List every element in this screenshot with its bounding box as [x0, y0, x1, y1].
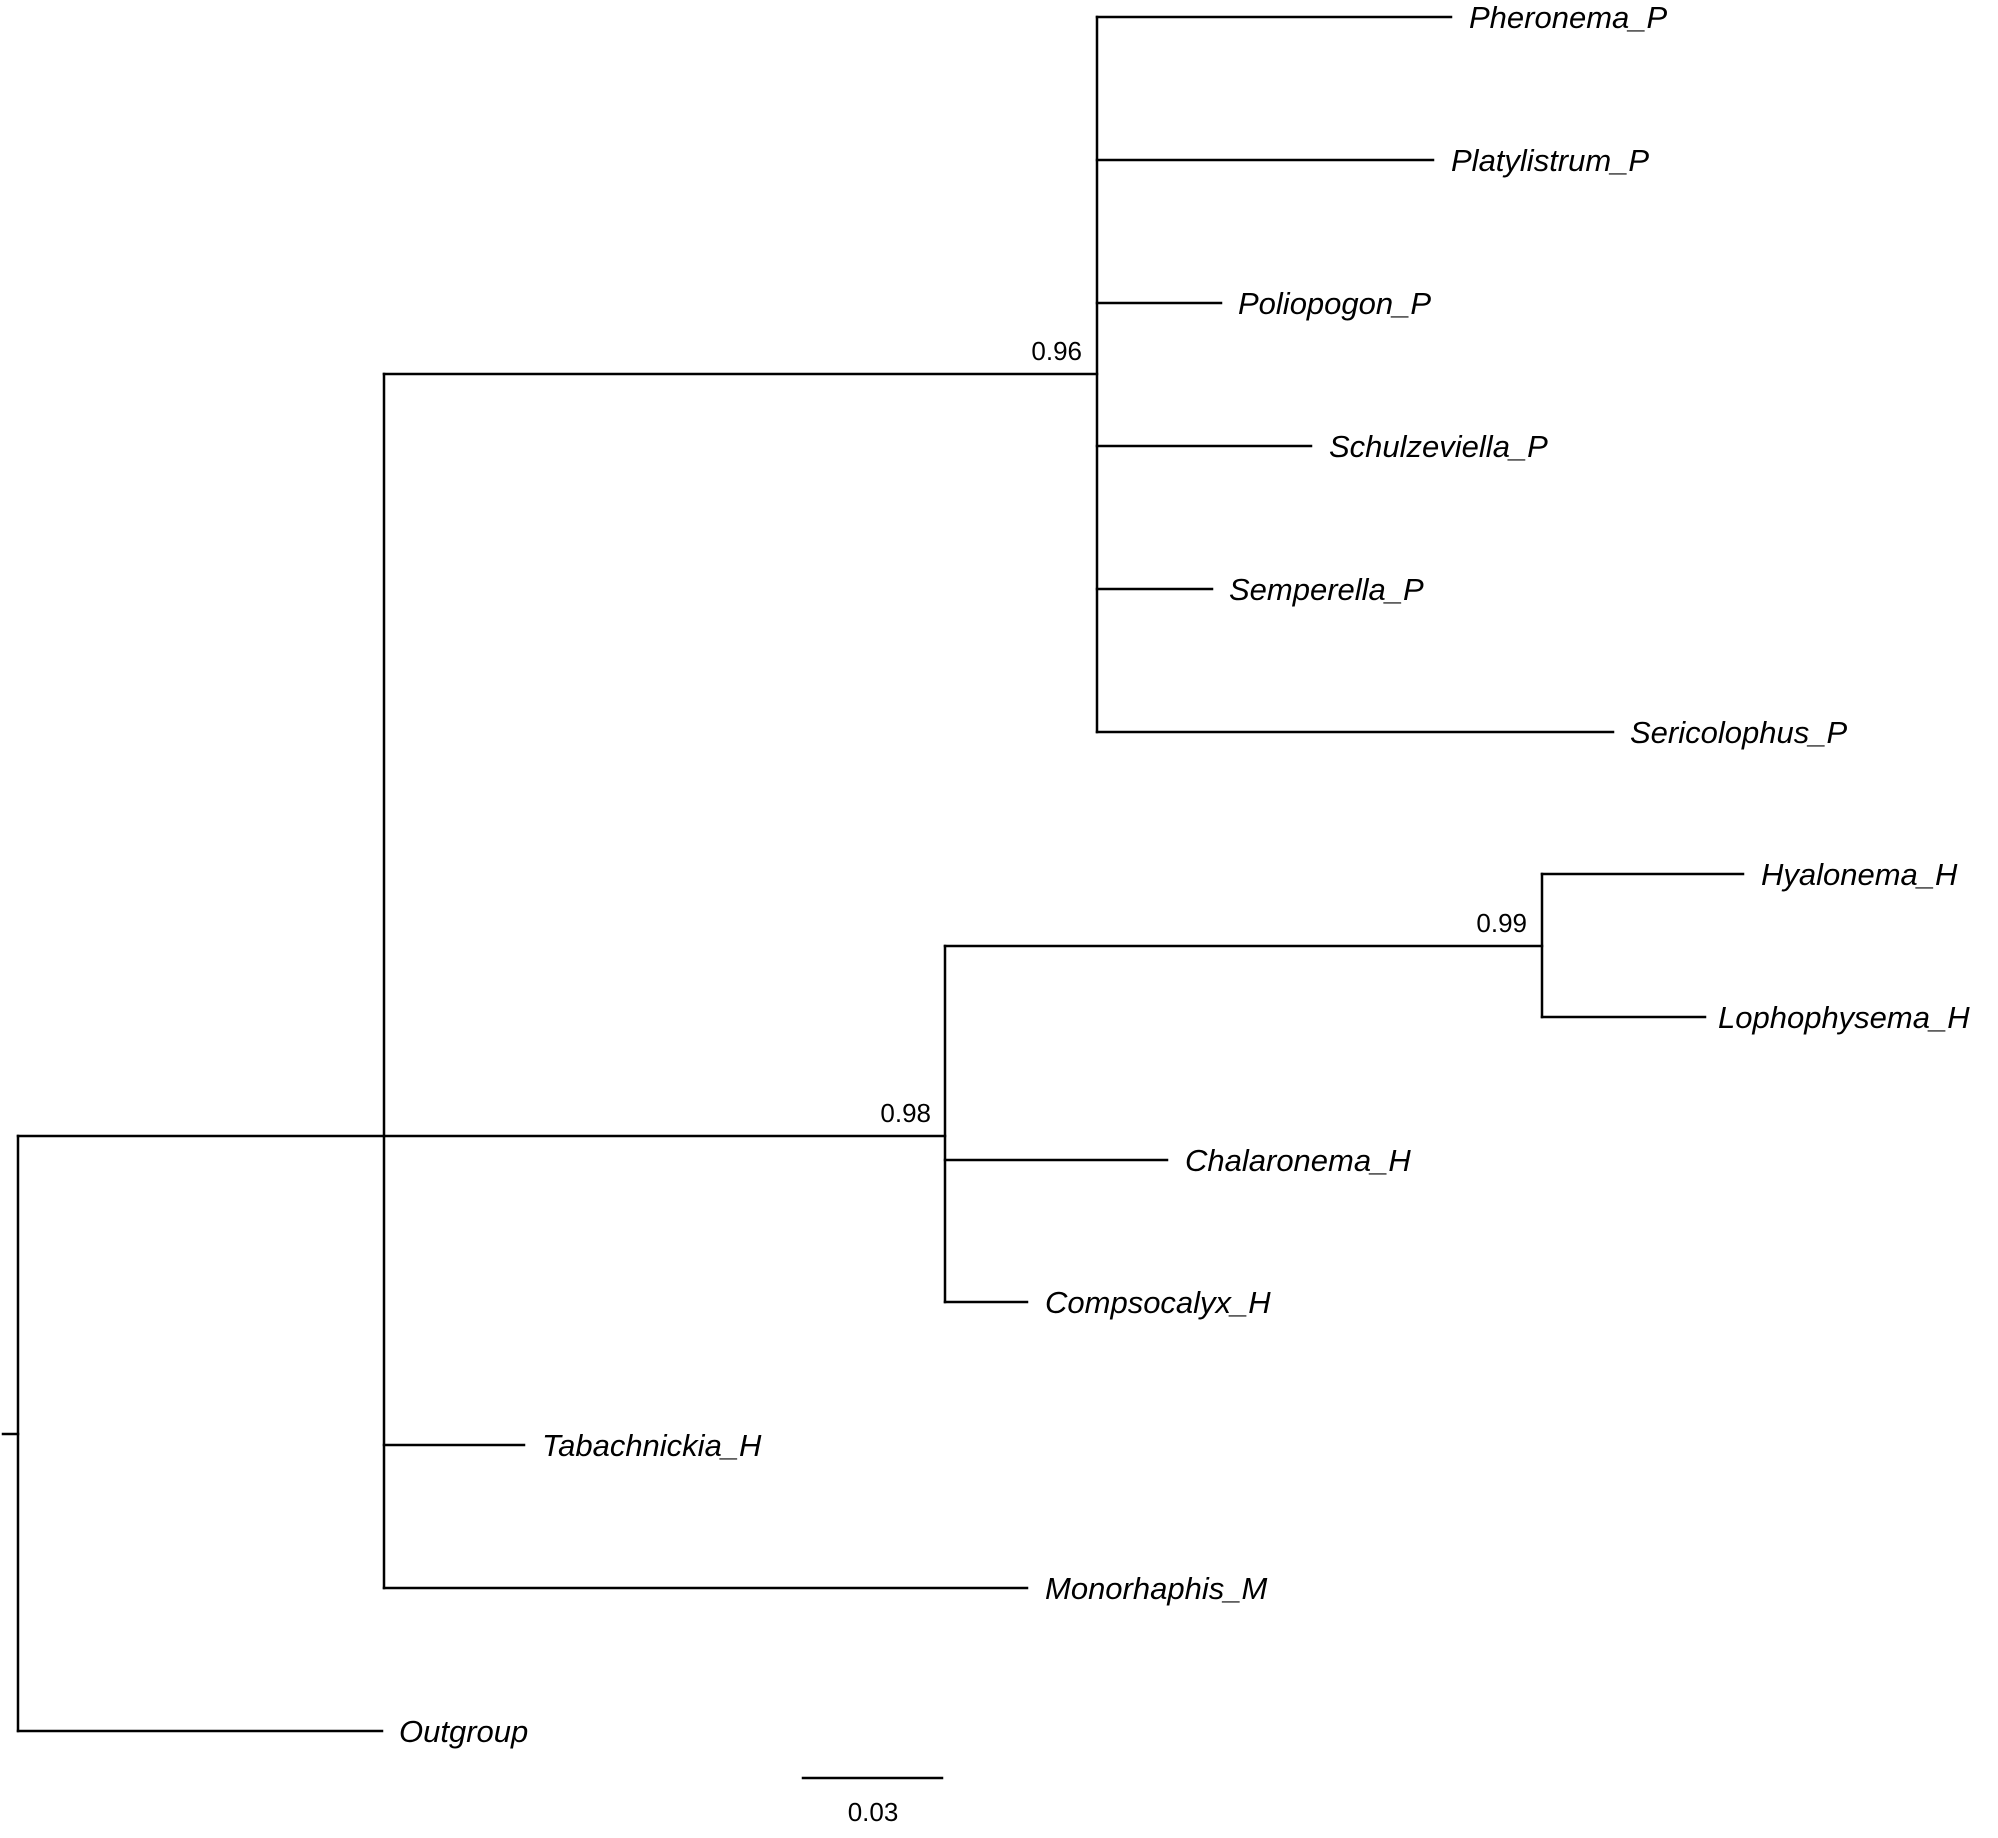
taxon-label-lophophysema: Lophophysema_H	[1718, 1000, 1970, 1035]
taxon-label-poliopogon: Poliopogon_P	[1238, 286, 1431, 321]
support-value-hyalonematidae: 0.98	[880, 1098, 931, 1128]
taxon-label-chalaronema: Chalaronema_H	[1185, 1143, 1411, 1178]
support-value-hyalonema-lophophysema: 0.99	[1476, 908, 1527, 938]
tree-branches	[1, 15, 1745, 1733]
taxon-labels: Pheronema_P Platylistrum_P Poliopogon_P …	[399, 0, 1970, 1749]
scale-bar: 0.03	[801, 1776, 944, 1827]
taxon-label-compsocalyx: Compsocalyx_H	[1045, 1285, 1271, 1320]
taxon-label-schulzeviella: Schulzeviella_P	[1329, 429, 1548, 464]
support-values: 0.96 0.99 0.98	[880, 336, 1527, 1128]
taxon-label-hyalonema: Hyalonema_H	[1761, 857, 1958, 892]
taxon-label-semperella: Semperella_P	[1229, 572, 1424, 607]
taxon-label-sericolophus: Sericolophus_P	[1630, 715, 1847, 750]
taxon-label-platylistrum: Platylistrum_P	[1451, 143, 1649, 178]
taxon-label-outgroup: Outgroup	[399, 1714, 528, 1749]
support-value-pheronematidae: 0.96	[1031, 336, 1082, 366]
taxon-label-monorhaphis: Monorhaphis_M	[1045, 1571, 1267, 1606]
taxon-label-pheronema: Pheronema_P	[1469, 0, 1668, 35]
taxon-label-tabachnickia: Tabachnickia_H	[542, 1428, 762, 1463]
scale-bar-label: 0.03	[848, 1797, 899, 1827]
